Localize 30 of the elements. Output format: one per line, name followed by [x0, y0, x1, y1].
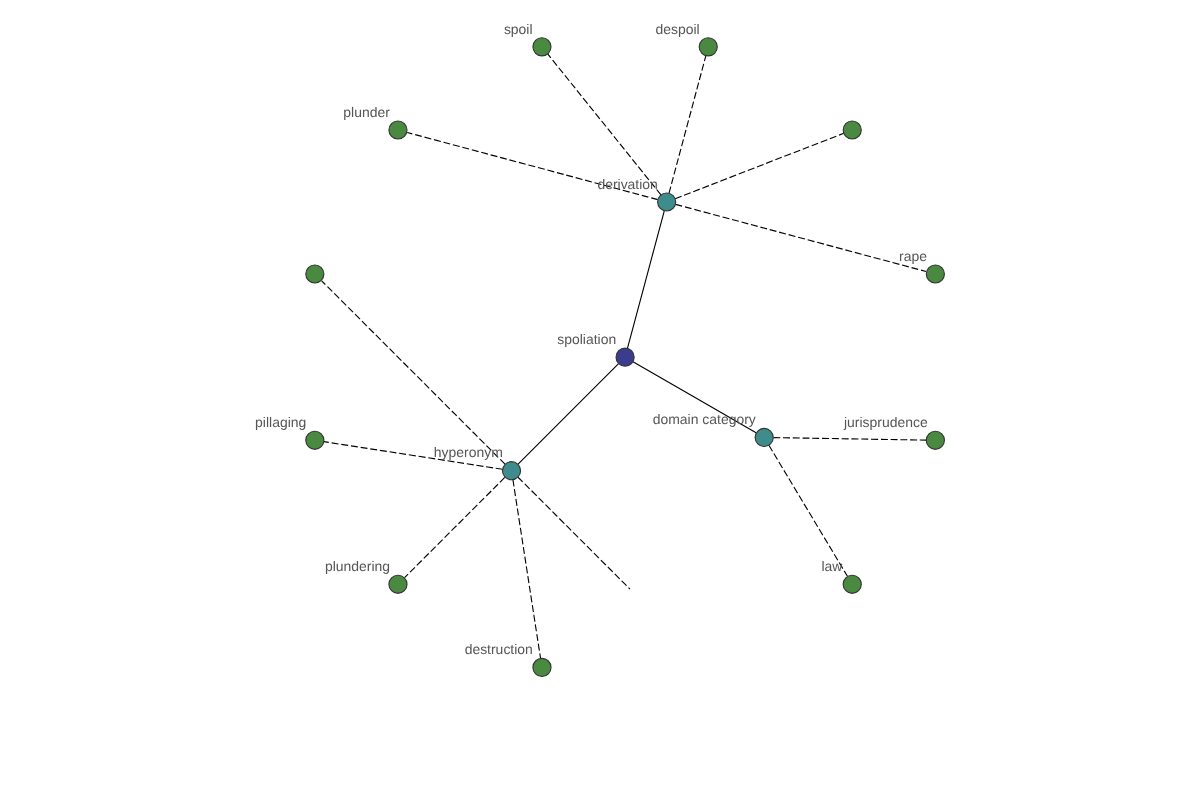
- node-circle: [532, 37, 552, 57]
- connector: [768, 444, 848, 577]
- node-circle: [501, 461, 522, 481]
- node-circle: [532, 657, 552, 677]
- node-circle: [698, 37, 718, 57]
- connector: [323, 441, 504, 470]
- node-circle: [388, 120, 408, 140]
- node-circle: [305, 264, 325, 284]
- connector: [404, 476, 506, 579]
- node-circle: [754, 427, 774, 448]
- node-circle: [305, 430, 325, 450]
- connector: [632, 361, 757, 434]
- connector: [772, 437, 927, 441]
- connector: [321, 280, 506, 465]
- connector: [517, 363, 619, 465]
- connector: [674, 132, 845, 200]
- connector: [547, 53, 662, 196]
- node-circle: [388, 574, 408, 594]
- node-circle: [842, 120, 862, 140]
- node-circle: [657, 192, 677, 212]
- connector: [668, 55, 707, 194]
- connector: [626, 210, 665, 349]
- node-circle: [925, 264, 945, 284]
- connector: [517, 476, 631, 590]
- node-circle: [615, 347, 635, 367]
- connector: [512, 479, 542, 659]
- connector: [406, 131, 659, 201]
- node-circle: [842, 574, 862, 594]
- connector: [675, 203, 927, 273]
- node-circle: [925, 430, 945, 450]
